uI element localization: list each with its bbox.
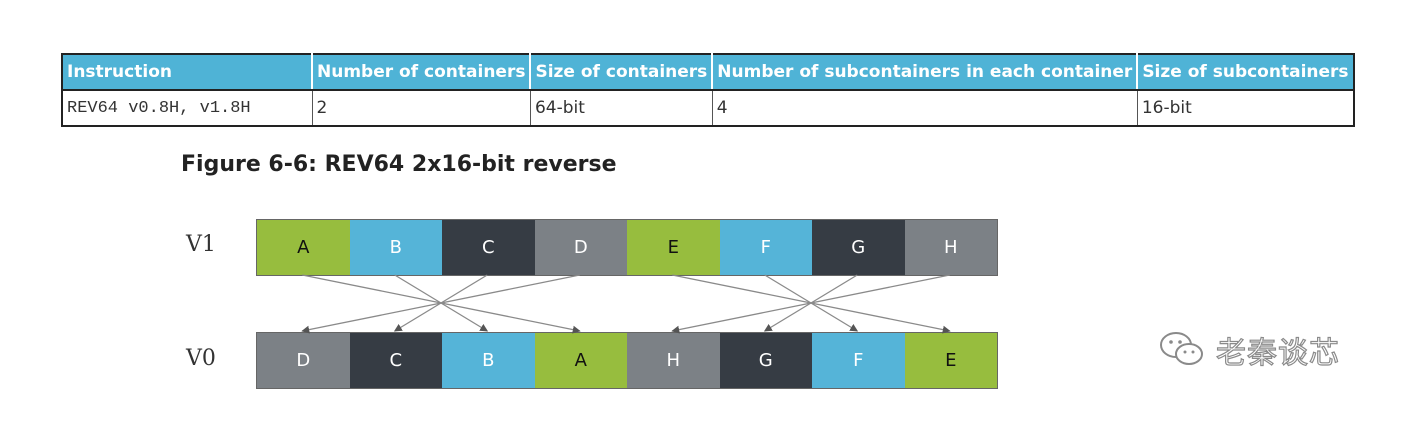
dest-register-label: V0 — [186, 346, 216, 371]
header-size-of-containers: Size of containers — [530, 54, 714, 91]
source-lane: B — [349, 220, 442, 275]
cell-instruction: REV64 v0.8H, v1.8H — [62, 90, 313, 126]
watermark: 老秦谈芯 — [1158, 328, 1340, 372]
dest-lane: H — [627, 333, 720, 388]
source-register: A B C D E F G H — [256, 219, 998, 276]
header-number-of-subcontainers: Number of subcontainers in each containe… — [712, 54, 1139, 91]
source-lane: D — [534, 220, 627, 275]
dest-lane: C — [349, 333, 442, 388]
source-lane: E — [627, 220, 720, 275]
source-lane: F — [719, 220, 812, 275]
cell-number-of-containers: 2 — [312, 90, 531, 126]
header-size-of-subcontainers: Size of subcontainers — [1137, 54, 1354, 91]
dest-lane: G — [719, 333, 812, 388]
dest-lane: E — [904, 333, 997, 388]
source-lane: G — [812, 220, 905, 275]
cell-number-of-subcontainers: 4 — [712, 90, 1138, 126]
wechat-icon — [1160, 332, 1203, 365]
header-number-of-containers: Number of containers — [312, 54, 532, 91]
table-header-row: Instruction Number of containers Size of… — [62, 54, 1354, 91]
dest-register: D C B A H G F E — [256, 332, 998, 389]
dest-lane: A — [534, 333, 627, 388]
cell-size-of-containers: 64-bit — [530, 90, 713, 126]
dest-lane: F — [812, 333, 905, 388]
watermark-text: 老秦谈芯 — [1215, 335, 1340, 371]
cell-size-of-subcontainers: 16-bit — [1141, 98, 1192, 118]
dest-lane: D — [257, 333, 350, 388]
source-register-label: V1 — [186, 232, 216, 257]
figure-caption: Figure 6-6: REV64 2x16-bit reverse — [181, 152, 617, 177]
source-lane: H — [904, 220, 997, 275]
instruction-table: Instruction Number of containers Size of… — [61, 53, 1355, 127]
dest-lane: B — [442, 333, 535, 388]
source-lane: C — [442, 220, 535, 275]
source-lane: A — [257, 220, 350, 275]
lane-arrow — [302, 274, 581, 334]
lane-arrow — [672, 274, 951, 334]
table-row: REV64 v0.8H, v1.8H 2 64-bit 4 16-bit — [62, 90, 1354, 126]
header-instruction: Instruction — [62, 54, 313, 91]
